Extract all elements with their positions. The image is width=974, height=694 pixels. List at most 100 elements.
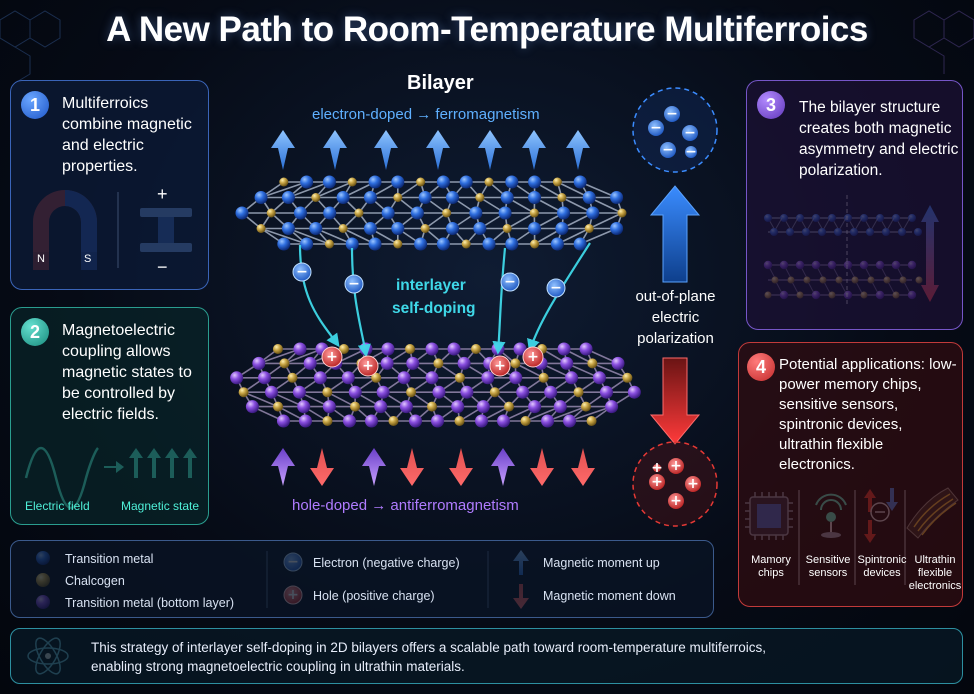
polarization-label-3: polarization [637,330,714,347]
hex-decoration-right [913,10,974,74]
atom [292,385,306,399]
atom [397,371,411,385]
atom [230,371,244,385]
atom [459,175,473,189]
atom [475,193,485,202]
magnetic-state-label: Magnetic state [121,499,200,513]
atom [476,400,490,414]
atom [560,356,574,370]
atom [573,237,587,251]
bottom-lattice [230,342,641,428]
panel-text: The bilayer structure creates both magne… [799,99,959,179]
atom [528,222,542,235]
atom [503,401,514,412]
legend-transition-metal: Transition metal [65,552,154,566]
atom [617,208,627,218]
legend: Transition metal Chalcogen Transition me… [10,540,714,618]
atom [324,239,334,249]
atom [391,222,405,235]
footer-line-2: enabling strong magnetoelectric coupling… [91,659,465,674]
atom [510,358,521,369]
atom [371,372,382,383]
atom [544,385,558,399]
footer-summary: This strategy of interlayer self-doping … [10,628,963,684]
panel-text: Potential applications: low-power memory… [779,356,957,473]
electron-cloud [632,87,718,173]
bilayer-heading: Bilayer [407,72,474,94]
atom [427,401,437,412]
magnet-n-label: N [37,253,45,265]
page-title: A New Path to Room-Temperature Multiferr… [106,10,868,49]
atom [266,208,276,218]
atom [363,222,377,235]
hex-decoration-left [0,10,61,84]
atom [338,344,349,354]
hole-symbol: + [326,349,338,365]
atom [498,206,512,220]
atom [484,177,494,187]
electron-symbol: − [550,280,562,296]
atom [500,191,514,204]
atom [432,385,446,399]
atom [345,237,359,251]
atom [309,222,323,235]
electron-symbol: − [504,274,516,290]
interlayer-label-2: self-doping [392,300,476,317]
atom [471,344,482,354]
atom [520,416,531,426]
atom [364,414,378,428]
atom [338,224,348,233]
hole-symbol: + [362,358,374,374]
atom [252,356,266,370]
atom [256,224,266,233]
bottom-layer-label: hole-doped → antiferromagnetism [292,497,519,514]
atom [363,191,377,204]
atom [322,387,333,398]
atom [287,372,298,383]
atom [563,414,577,428]
atom [238,387,249,398]
atom [505,237,519,251]
atom [322,175,336,189]
atom [281,222,295,235]
panel-multiferroics: 1 Multiferroics combine magnetic and ele… [10,80,209,290]
polarization-label-2: electric [651,309,700,326]
electron-symbol: − [296,264,308,280]
atom [573,175,587,189]
atom [497,414,511,428]
atom [368,237,382,251]
magnetic-moments-alternating [271,448,595,486]
atom [406,387,417,398]
panel-magnetoelectric: 2 Magnetoelectric coupling allows magnet… [10,307,209,525]
atom [279,177,289,187]
atom [300,175,314,189]
atom [276,414,290,428]
atom [475,414,489,428]
atom [354,208,364,218]
atom [347,177,357,187]
atom [530,239,540,249]
atom [322,416,333,426]
atom [489,387,500,398]
atom [555,222,569,235]
atom [611,356,625,370]
atom [580,401,591,412]
atom [436,175,450,189]
atom [404,344,415,354]
atom [586,206,600,220]
hole-symbol: + [670,458,682,474]
atom [473,222,487,235]
atom [557,342,571,356]
atom [469,206,483,220]
atom [584,224,594,233]
atom [381,342,395,356]
atom [420,224,430,233]
atom [322,400,336,414]
atom [482,237,496,251]
atom [528,175,542,189]
atom [348,385,362,399]
atom [592,371,606,385]
atom [610,222,624,235]
